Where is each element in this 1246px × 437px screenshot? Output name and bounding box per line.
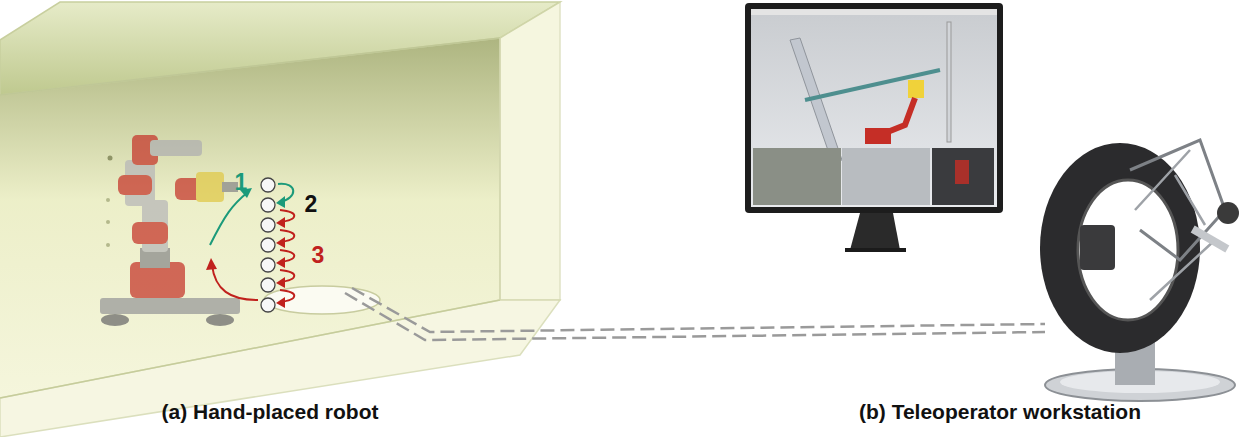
box-structure bbox=[0, 2, 560, 437]
monitor bbox=[745, 3, 1003, 250]
hole-column bbox=[261, 178, 275, 312]
robot-arm bbox=[100, 135, 240, 326]
cable bbox=[345, 288, 1045, 340]
caption-label: (b) Teleoperator workstation bbox=[859, 400, 1141, 423]
motion-arrows bbox=[206, 184, 294, 308]
caption-label: (a) Hand-placed robot bbox=[161, 400, 378, 423]
haptic-device bbox=[1040, 140, 1239, 401]
callout-number: 2 bbox=[305, 192, 318, 217]
callout-number: 1 bbox=[235, 170, 248, 195]
callout-number: 3 bbox=[312, 243, 325, 268]
